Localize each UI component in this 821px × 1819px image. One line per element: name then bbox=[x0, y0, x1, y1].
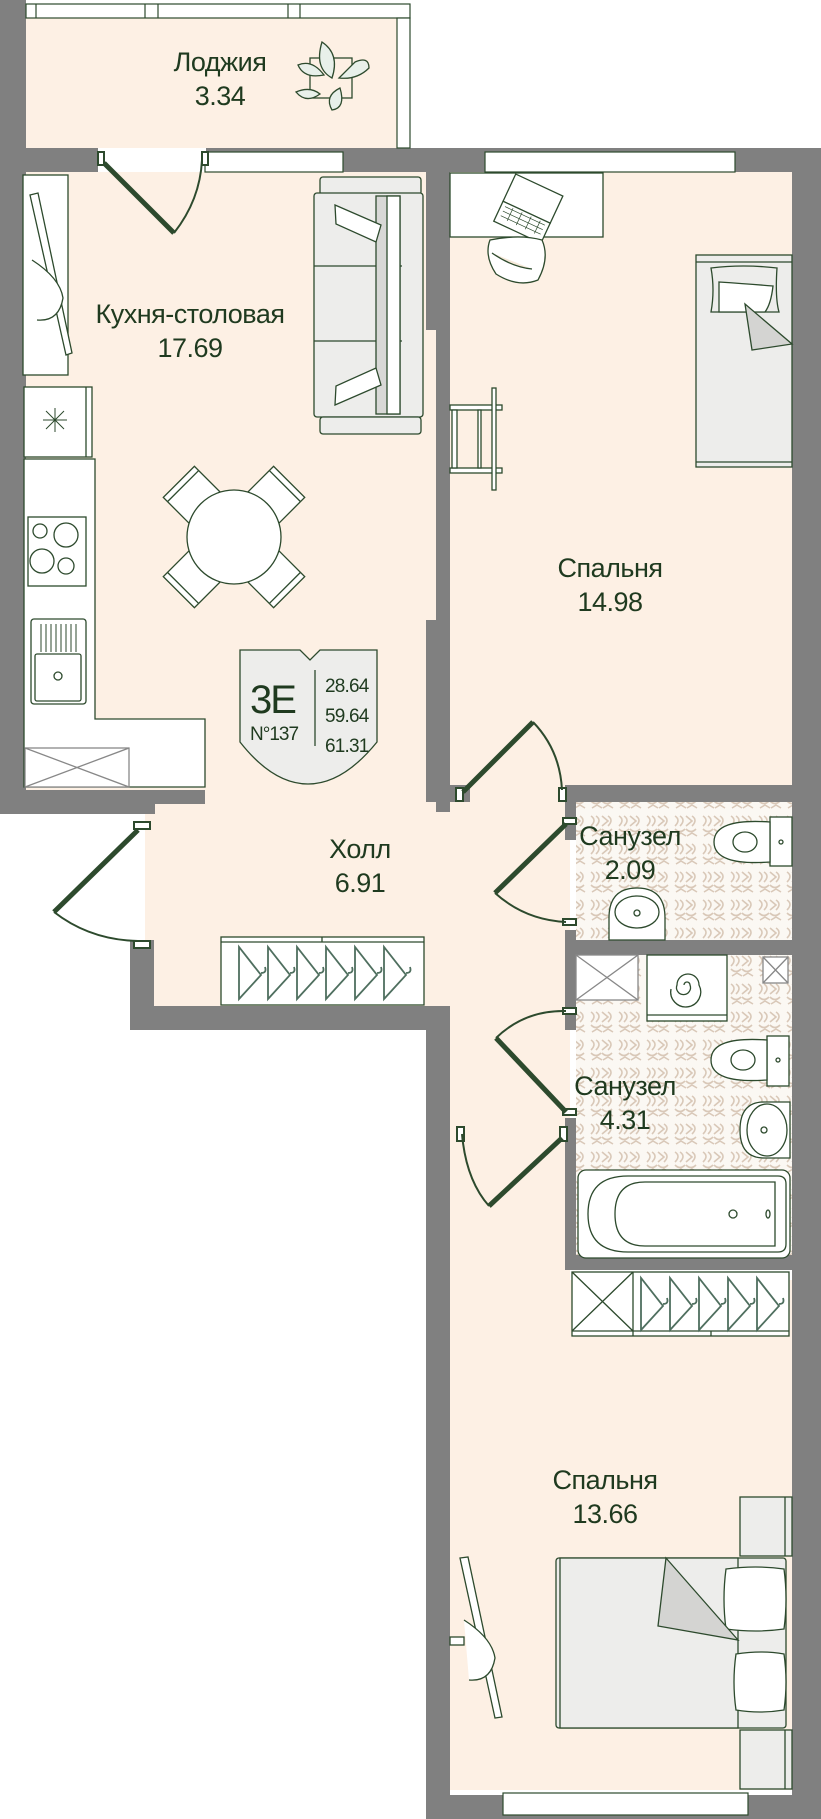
wardrobe-icon bbox=[220, 936, 425, 1006]
room-name: Спальня bbox=[557, 553, 664, 583]
room-area: 6.91 bbox=[334, 867, 386, 898]
sink-icon bbox=[30, 618, 87, 705]
single-bed-icon bbox=[695, 254, 794, 468]
double-bed-icon bbox=[555, 1556, 787, 1729]
room-label-hall: Холл 6.91 bbox=[290, 833, 430, 901]
loggia-window-top bbox=[25, 3, 411, 19]
doors bbox=[52, 151, 577, 1208]
bathtub-icon bbox=[577, 1169, 791, 1259]
loggia-floor bbox=[26, 18, 410, 148]
apartment-number: N°137 bbox=[250, 724, 299, 745]
laptop-icon bbox=[492, 173, 564, 245]
room-area: 2.09 bbox=[604, 854, 656, 885]
room-area: 3.34 bbox=[194, 80, 246, 111]
toilet-icon bbox=[713, 816, 793, 867]
room-name: Лоджия bbox=[173, 47, 267, 77]
kitchen-window bbox=[204, 151, 344, 173]
entrance-door bbox=[52, 821, 151, 949]
room-area: 14.98 bbox=[577, 586, 643, 617]
plant-icon bbox=[294, 40, 370, 111]
room-name: Кухня-столовая bbox=[95, 299, 286, 329]
room-label-bedroom2: Спальня 13.66 bbox=[525, 1464, 685, 1532]
loggia-door bbox=[97, 151, 209, 235]
tv-icon bbox=[449, 1556, 503, 1719]
bath1-door bbox=[493, 817, 577, 926]
room-area: 17.69 bbox=[157, 332, 223, 363]
living-area: 28.64 bbox=[325, 676, 369, 697]
ventilation-icon bbox=[762, 956, 789, 984]
room-area: 4.31 bbox=[599, 1104, 651, 1135]
washbasin-icon bbox=[739, 1101, 791, 1159]
toilet-icon bbox=[710, 1035, 790, 1087]
fridge-icon bbox=[23, 386, 93, 458]
wardrobe-icon bbox=[571, 1271, 790, 1337]
room-label-kitchen: Кухня-столовая 17.69 bbox=[70, 298, 310, 366]
stove-icon bbox=[27, 516, 87, 587]
total-area-with-loggia: 61.31 bbox=[325, 736, 369, 757]
windows bbox=[25, 3, 749, 1816]
apartment-badge bbox=[239, 649, 378, 785]
bedroom1-window bbox=[484, 151, 736, 173]
chair-icon bbox=[487, 236, 546, 284]
apartment-areas: 28.64 59.64 61.31 bbox=[325, 672, 369, 762]
bath2-door bbox=[494, 1007, 577, 1116]
total-area: 59.64 bbox=[325, 706, 369, 727]
bedroom2-window bbox=[502, 1792, 749, 1816]
bedroom1-door bbox=[455, 720, 567, 802]
room-label-bedroom1: Спальня 14.98 bbox=[530, 552, 690, 620]
dining-table-icon bbox=[162, 465, 306, 609]
room-area: 13.66 bbox=[572, 1498, 638, 1529]
corridor-floor bbox=[450, 790, 570, 1290]
washing-machine-icon bbox=[646, 954, 728, 1022]
nightstand bbox=[739, 1496, 793, 1790]
room-label-bath1: Санузел 2.09 bbox=[570, 820, 690, 888]
washbasin-icon bbox=[608, 887, 666, 941]
loggia-window-side bbox=[396, 17, 411, 149]
sofa-icon bbox=[313, 176, 424, 435]
room-label-bath2: Санузел 4.31 bbox=[565, 1070, 685, 1138]
room-label-loggia: Лоджия 3.34 bbox=[140, 46, 300, 114]
apartment-type: 3E bbox=[250, 678, 297, 722]
room-name: Санузел bbox=[574, 1071, 676, 1101]
radiator-icon bbox=[575, 954, 639, 1001]
apartment-badge-text: 3E N°137 28.64 59.64 61.31 bbox=[240, 650, 392, 785]
bedroom2-door bbox=[456, 1126, 568, 1208]
radiator-icon bbox=[449, 387, 503, 491]
room-name: Санузел bbox=[579, 821, 681, 851]
room-name: Спальня bbox=[552, 1465, 659, 1495]
radiator-icon bbox=[24, 747, 130, 788]
room-name: Холл bbox=[329, 834, 391, 864]
tv-icon bbox=[22, 174, 73, 376]
